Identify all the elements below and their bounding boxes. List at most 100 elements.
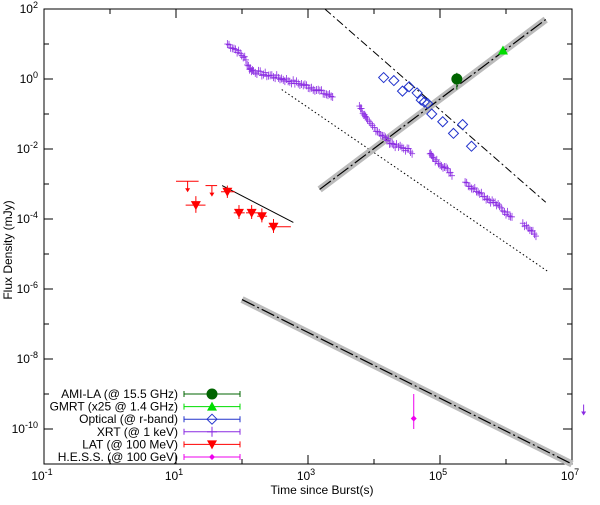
y-tick-label: 100 bbox=[20, 70, 38, 86]
xrt-data-point bbox=[496, 202, 503, 211]
data-point bbox=[222, 187, 233, 197]
xrt-data-point bbox=[363, 113, 370, 122]
xrt-data-point bbox=[499, 206, 506, 215]
xrt-data-point bbox=[315, 85, 322, 94]
xrt-data-point bbox=[495, 200, 502, 209]
series-diamond-open bbox=[377, 71, 478, 152]
xrt-data-point bbox=[443, 163, 450, 172]
xrt-data-point bbox=[466, 182, 473, 191]
y-tick-label: 10-4 bbox=[17, 210, 38, 226]
xrt-data-point bbox=[478, 188, 485, 197]
data-point bbox=[403, 81, 415, 93]
data-point bbox=[233, 208, 244, 218]
legend-marker bbox=[207, 401, 217, 411]
xrt-data-point bbox=[263, 72, 270, 81]
xrt-data-point bbox=[484, 194, 491, 203]
xrt-data-point bbox=[529, 226, 536, 235]
legend-marker bbox=[206, 388, 218, 400]
upper-limit-arrowhead bbox=[581, 411, 587, 416]
xrt-data-point bbox=[407, 148, 414, 157]
data-point bbox=[190, 201, 201, 211]
xrt-data-point bbox=[376, 128, 383, 137]
xrt-data-point bbox=[270, 73, 277, 82]
xrt-data-point bbox=[433, 155, 440, 164]
x-tick-label: 107 bbox=[561, 467, 579, 483]
data-points bbox=[176, 40, 587, 429]
y-tick-label: 10-10 bbox=[12, 420, 38, 436]
legend-label: LAT (@ 100 MeV) bbox=[82, 437, 178, 451]
xrt-data-point bbox=[230, 44, 237, 53]
y-tick-label: 102 bbox=[20, 0, 38, 16]
xrt-data-point bbox=[276, 75, 283, 84]
series-triangle-up bbox=[497, 45, 508, 55]
xrt-data-point bbox=[369, 121, 376, 130]
xrt-data-point bbox=[385, 134, 392, 143]
xrt-data-point bbox=[366, 117, 373, 126]
data-point bbox=[256, 212, 267, 222]
x-tick-label: 101 bbox=[165, 467, 183, 483]
xrt-data-point bbox=[409, 149, 416, 158]
series-circle bbox=[451, 72, 463, 90]
xrt-data-point bbox=[328, 92, 335, 101]
xrt-data-point bbox=[383, 136, 390, 145]
xrt-data-point bbox=[506, 211, 513, 220]
xrt-data-point bbox=[377, 131, 384, 140]
xrt-data-point bbox=[238, 51, 245, 60]
data-point bbox=[246, 208, 257, 218]
xrt-data-point bbox=[444, 164, 451, 173]
y-axis-label: Flux Density (mJy) bbox=[1, 200, 15, 299]
data-point bbox=[268, 222, 279, 232]
data-point bbox=[437, 116, 449, 128]
xrt-data-point bbox=[382, 133, 389, 142]
model-line bbox=[241, 298, 573, 465]
upper-limit bbox=[209, 185, 215, 197]
data-point bbox=[418, 96, 431, 108]
xrt-data-point bbox=[437, 160, 443, 169]
xrt-data-point bbox=[381, 132, 388, 141]
data-point bbox=[377, 71, 390, 84]
model-lines bbox=[221, 8, 574, 468]
xrt-data-point bbox=[257, 67, 264, 76]
xrt-data-point bbox=[367, 119, 374, 128]
xrt-data-point bbox=[489, 196, 496, 205]
xrt-data-point bbox=[531, 230, 538, 239]
xrt-data-point bbox=[324, 91, 331, 100]
data-point bbox=[388, 74, 400, 87]
data-point bbox=[396, 85, 409, 97]
xrt-data-point bbox=[438, 162, 445, 171]
y-tick-label: 10-2 bbox=[17, 140, 38, 156]
x-tick-label: 10-1 bbox=[31, 467, 52, 483]
x-axis-label: Time since Burst(s) bbox=[271, 483, 374, 497]
xrt-data-point bbox=[429, 153, 436, 162]
xrt-data-point bbox=[447, 168, 454, 177]
x-tick-label: 103 bbox=[297, 467, 315, 483]
upper-limit bbox=[185, 181, 191, 193]
xrt-data-point bbox=[329, 92, 336, 101]
series-cross-errorbar bbox=[224, 40, 587, 416]
xrt-data-point bbox=[493, 201, 500, 210]
xrt-data-point bbox=[471, 183, 478, 192]
data-point bbox=[465, 140, 478, 152]
legend-marker bbox=[206, 413, 218, 425]
xrt-data-point bbox=[301, 80, 308, 89]
series-triangle-down bbox=[176, 180, 291, 233]
legend-label: Optical (@ r-band) bbox=[79, 412, 178, 426]
xrt-data-point bbox=[234, 48, 241, 57]
xrt-data-point bbox=[440, 163, 447, 172]
series-small-diamond bbox=[410, 394, 417, 429]
upper-limit-arrowhead bbox=[209, 192, 215, 197]
xrt-data-point bbox=[285, 77, 292, 86]
xrt-data-point bbox=[326, 90, 333, 99]
legend: AMI-LA (@ 15.5 GHz)GMRT (x25 @ 1.4 GHz)O… bbox=[50, 387, 241, 464]
data-point bbox=[415, 94, 427, 106]
legend-marker bbox=[209, 454, 215, 460]
xrt-data-point bbox=[526, 226, 533, 235]
xrt-data-point bbox=[448, 171, 455, 180]
xrt-data-point bbox=[241, 52, 248, 61]
data-point bbox=[410, 415, 417, 422]
data-point bbox=[497, 45, 508, 55]
x-tick-label: 105 bbox=[429, 467, 447, 483]
